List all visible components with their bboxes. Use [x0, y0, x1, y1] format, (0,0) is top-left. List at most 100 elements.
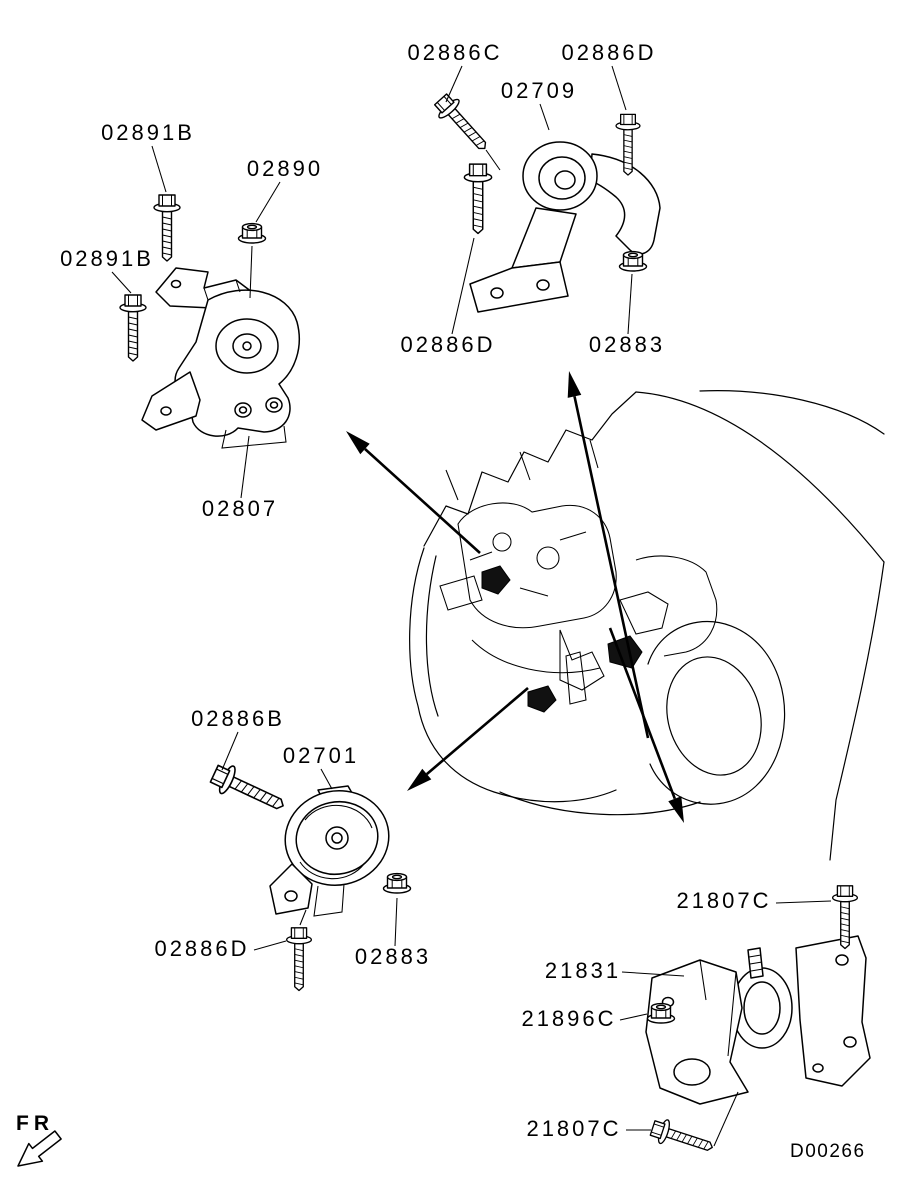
mount-02701-hub-hole	[331, 832, 343, 844]
location-arrows	[346, 371, 684, 823]
nut-02890	[237, 222, 267, 244]
base-hole-right	[536, 279, 550, 291]
bolt-02886D-mid	[463, 163, 493, 235]
nut-02883-lower	[382, 872, 412, 894]
part-label-21807C-lower: 21807C	[526, 1116, 621, 1141]
leader-02883-lower	[394, 897, 398, 947]
mount-21831-left-bracket	[645, 959, 749, 1105]
bolt-02891B-left	[119, 294, 147, 362]
part-label-02883-lower: 02883	[355, 944, 431, 969]
fr-label: FR	[16, 1112, 54, 1135]
mount-02807-core	[242, 341, 252, 351]
battery	[439, 575, 483, 611]
part-label-02890: 02890	[247, 156, 323, 181]
part-label-21896C: 21896C	[521, 1006, 616, 1031]
mount-21831-assembly	[645, 885, 871, 1160]
bolt-guide-line	[485, 149, 501, 171]
diagram-code: D00266	[790, 1141, 866, 1162]
mount-02807-assembly	[119, 194, 301, 449]
leader-02709	[539, 103, 550, 131]
leader-02886D-lower	[253, 940, 287, 951]
leader-02807	[240, 435, 250, 499]
bracket-02709-bushing-core	[554, 170, 576, 190]
gearbox-outline	[559, 629, 605, 691]
arrow-to-02701	[425, 687, 529, 776]
mount-02701-rubber-arc-top	[304, 804, 373, 829]
wheel-arch	[647, 621, 786, 805]
bolt-axis-line	[299, 909, 307, 926]
leader-02883-upper	[627, 273, 633, 335]
bolt-02886B	[207, 759, 291, 821]
part-label-02886D-lower: 02886D	[154, 936, 249, 961]
body-side-line	[829, 561, 885, 861]
plate-hole-bottom	[843, 1036, 857, 1048]
arrowhead-to-02701	[407, 768, 432, 791]
mount-02701-foot	[269, 863, 313, 915]
boss-hole-right-inner	[269, 401, 279, 409]
bumper-inner-line	[425, 555, 439, 717]
arrowhead-to-21831	[668, 796, 684, 823]
bolt-02886D-lower	[285, 927, 313, 992]
mount-21831-right-plate	[795, 935, 871, 1087]
leader-02886C	[445, 65, 463, 103]
arrow-to-02807	[364, 448, 481, 554]
arrow-to-21831	[608, 627, 677, 800]
mount-location-left	[481, 565, 511, 595]
part-label-02886C: 02886C	[407, 40, 502, 65]
leader-02891B-upper	[151, 145, 167, 193]
mount-02807-fold-lines	[203, 279, 287, 449]
engine-pulley-2	[536, 546, 560, 570]
plate-hole-corner	[812, 1063, 824, 1073]
arrow-to-02709	[573, 396, 650, 739]
engine-block	[457, 502, 617, 629]
part-label-02883-upper: 02883	[589, 332, 665, 357]
leader-21807C-upper	[775, 900, 832, 904]
bracket-02709-arm	[589, 153, 661, 255]
windshield-line	[699, 390, 885, 435]
bolt-21807C-lower	[648, 1115, 717, 1160]
part-label-02891B-upper: 02891B	[101, 120, 195, 145]
right-inner-fender	[635, 555, 718, 657]
part-label-21807C-upper: 21807C	[676, 888, 771, 913]
leader-02891B-left	[111, 271, 132, 294]
fr-direction-indicator: FR	[16, 1112, 62, 1167]
mount-02701-rubber-arc-bottom	[299, 861, 365, 880]
bolt-axis-line-21831	[713, 1091, 739, 1147]
bracket-hole	[170, 279, 182, 289]
vehicle-illustration	[409, 390, 885, 861]
plate-hole-top	[835, 954, 849, 966]
leader-lines	[111, 65, 832, 1131]
leader-21831	[621, 971, 685, 977]
bracket-02709-base	[469, 261, 569, 313]
engine-detail-lines	[469, 531, 587, 597]
engine-bay-edge	[423, 391, 637, 547]
arrowhead-to-02709	[567, 371, 582, 398]
base-hole-left	[490, 287, 504, 299]
mount-02807-arm	[141, 371, 201, 431]
part-label-02891B-left: 02891B	[60, 246, 154, 271]
leader-02886D-mid	[451, 237, 475, 335]
boss-hole-left-inner	[238, 406, 248, 414]
mount-location-right	[607, 635, 643, 669]
fr-direction-arrow	[17, 1130, 62, 1167]
bracket-02709-leg	[511, 207, 577, 269]
part-label-02886D-top: 02886D	[561, 40, 656, 65]
foot-hole	[284, 890, 298, 902]
bracket-02709-assembly	[430, 89, 661, 313]
nut-02883-upper	[618, 250, 648, 272]
nut-21896C	[646, 1002, 676, 1024]
part-label-02709: 02709	[501, 78, 577, 103]
bracket-in-bay	[565, 651, 587, 705]
part-label-02886D-mid: 02886D	[400, 332, 495, 357]
stud-axis-line	[249, 245, 253, 299]
arrowhead-to-02807	[346, 431, 370, 455]
part-label-02807: 02807	[202, 496, 278, 521]
part-label-02886B: 02886B	[191, 706, 285, 731]
hood-line	[635, 391, 885, 563]
bracket-big-hole	[673, 1058, 711, 1086]
leader-02886D-top	[611, 65, 627, 111]
part-label-21831: 21831	[545, 958, 621, 983]
leader-02886B	[221, 731, 239, 771]
